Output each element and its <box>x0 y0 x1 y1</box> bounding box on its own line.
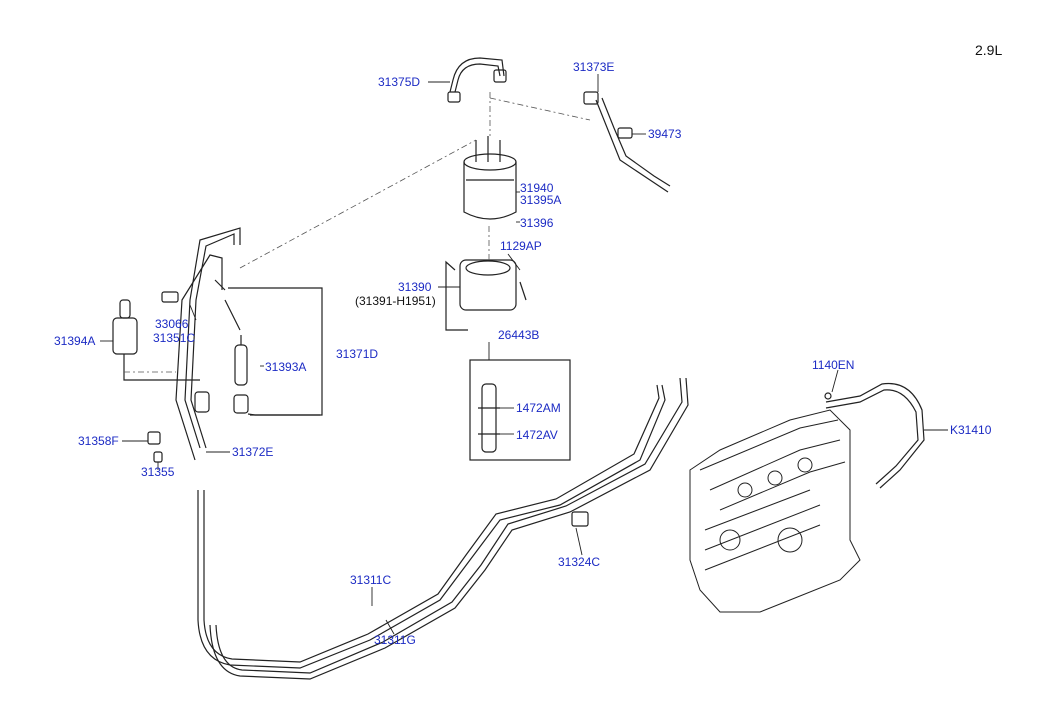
part-label-31355[interactable]: 31355 <box>141 465 175 479</box>
part-label-26443B[interactable]: 26443B <box>498 328 540 342</box>
part-label-31371D[interactable]: 31371D <box>336 347 379 361</box>
part-label-31390[interactable]: 31390 <box>398 280 432 294</box>
engine-block <box>689 409 861 613</box>
box-26443B <box>469 359 571 461</box>
part-label-K31410[interactable]: K31410 <box>950 423 992 437</box>
pipe-31373E <box>583 91 671 193</box>
part-label-33066[interactable]: 33066 <box>155 317 189 331</box>
fuel-filter-31940 <box>463 136 517 220</box>
guide-lines <box>124 92 591 373</box>
hose-K31410 <box>824 382 925 489</box>
clip-31324C <box>571 511 589 527</box>
engine-code-label: 2.9L <box>975 42 1003 58</box>
part-label-31393A[interactable]: 31393A <box>265 360 307 374</box>
part-label-31391-H1951: (31391-H1951) <box>355 294 436 308</box>
part-label-1472AM[interactable]: 1472AM <box>516 401 561 415</box>
bolt-1129AP <box>519 281 527 301</box>
bracket-31390 <box>445 259 517 331</box>
part-label-31940[interactable]: 31940 <box>520 181 554 195</box>
part-label-31324C[interactable]: 31324C <box>558 555 601 569</box>
part-label-1472AV[interactable]: 1472AV <box>516 428 558 442</box>
clip-33066 <box>161 291 179 303</box>
part-label-31351C[interactable]: 31351C <box>153 331 196 345</box>
part-label-39473[interactable]: 39473 <box>648 127 682 141</box>
clip-31358F <box>147 431 163 463</box>
part-label-31375D[interactable]: 31375D <box>378 75 421 89</box>
part-label-31311G[interactable]: 31311G <box>374 633 416 647</box>
part-label-31311C[interactable]: 31311C <box>350 573 392 587</box>
bracket-31371D <box>228 287 323 416</box>
part-label-31358F[interactable]: 31358F <box>78 434 119 448</box>
hose-assembly-31371D <box>175 227 320 461</box>
valve-31394A <box>112 299 200 381</box>
fuel-line-31311C <box>197 384 666 669</box>
leader-lines <box>100 74 948 635</box>
part-label-31372E[interactable]: 31372E <box>232 445 274 459</box>
fuel-line-31311G <box>209 377 689 680</box>
part-label-31373E[interactable]: 31373E <box>573 60 615 74</box>
part-label-31396[interactable]: 31396 <box>520 216 554 230</box>
part-label-1140EN[interactable]: 1140EN <box>812 358 855 372</box>
part-label-1129AP[interactable]: 1129AP <box>500 239 542 253</box>
part-label-31395A[interactable]: 31395A <box>520 193 562 207</box>
pipe-31375D <box>447 57 507 103</box>
hose-1472 <box>478 383 500 453</box>
check-valve-31393A <box>234 335 248 386</box>
part-label-31394A[interactable]: 31394A <box>54 334 96 348</box>
